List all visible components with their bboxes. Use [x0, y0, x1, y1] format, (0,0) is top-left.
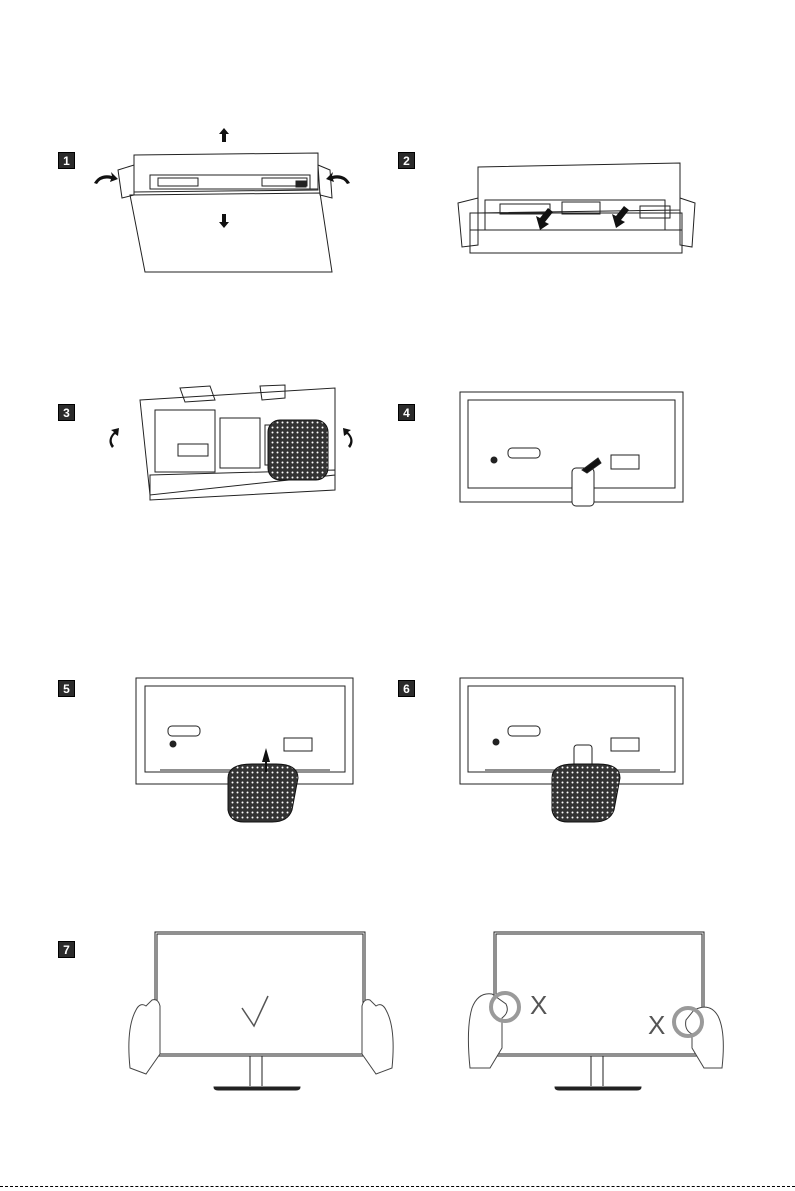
step-7-incorrect-monitor: [494, 932, 704, 1090]
step-5-stand-base: [228, 764, 298, 822]
step-2-box-contents: [458, 163, 695, 253]
step-7-incorrect-hands: [468, 994, 723, 1068]
right-hand-icon: [362, 1000, 393, 1074]
step-3-stand-base: [268, 420, 328, 480]
step-7-wrong-mark-2: X: [648, 1010, 665, 1041]
step-7-wrong-mark-1: X: [530, 990, 547, 1021]
check-mark-icon: [242, 996, 268, 1026]
left-hand-icon: [468, 994, 507, 1068]
arrow-curve-right-icon: [326, 172, 350, 184]
left-hand-icon: [129, 1000, 160, 1074]
arrow-curve-up-icon: [343, 428, 353, 448]
page-bottom-rule: [0, 1186, 795, 1187]
step-7-correct-monitor: [155, 932, 365, 1090]
arrow-down-icon: [536, 208, 553, 230]
arrow-up-icon: [219, 128, 229, 142]
step-6-stand-base: [552, 764, 620, 822]
arrow-curve-left-icon: [94, 172, 118, 184]
arrow-curve-up-icon: [109, 428, 119, 448]
arrow-down-icon: [612, 206, 629, 228]
step-1-open-box: [118, 153, 332, 272]
step-4-stand-neck: [572, 458, 601, 506]
step-2-arrows: [536, 206, 629, 230]
